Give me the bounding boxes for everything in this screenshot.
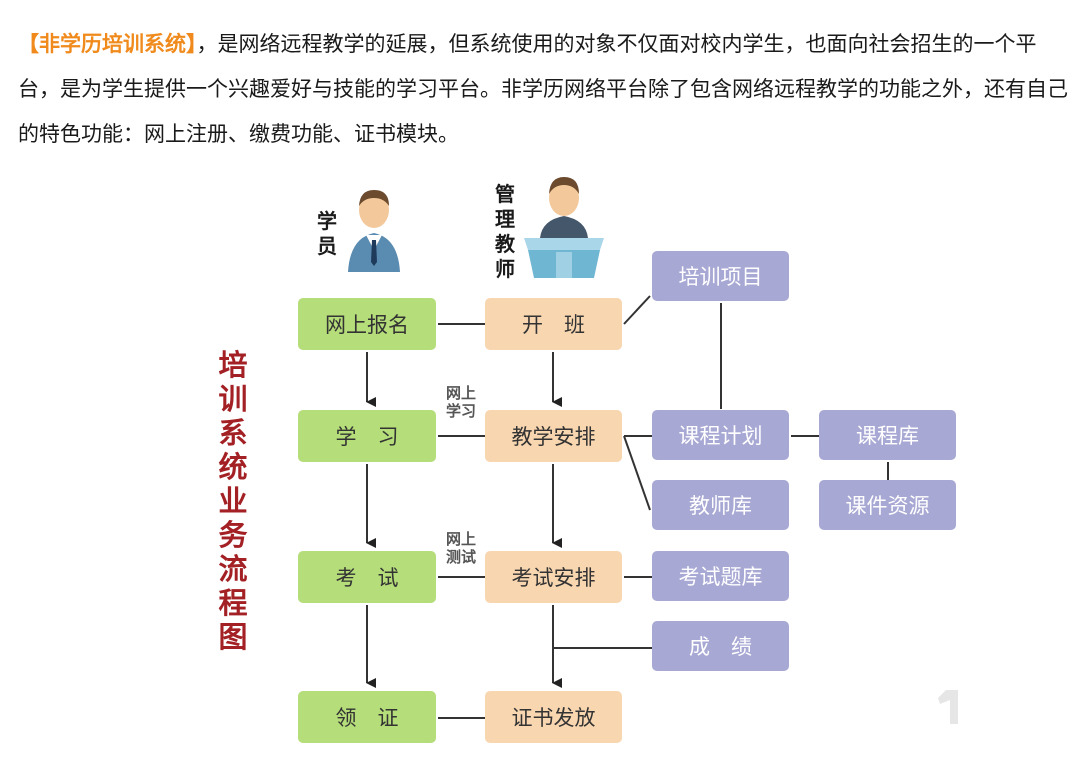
edge-label-online-test: 网上测试 <box>445 530 476 566</box>
step-issue-certificate: 证书发放 <box>485 691 622 743</box>
watermark-icon <box>938 690 958 724</box>
step-exam-arrangement: 考试安排 <box>485 551 622 603</box>
intro-paragraph: 【非学历培训系统】，是网络远程教学的延展，但系统使用的对象不仅面对校内学生，也面… <box>18 22 1070 157</box>
link-teaching-teachers <box>623 435 651 511</box>
teacher-avatar-icon <box>524 177 604 278</box>
resource-exam-bank: 考试题库 <box>652 551 789 601</box>
step-open-class: 开 班 <box>485 298 622 350</box>
intro-body: ，是网络远程教学的延展，但系统使用的对象不仅面对校内学生，也面向社会招生的一个平… <box>18 32 1068 146</box>
resource-course-plan: 课程计划 <box>652 410 789 460</box>
step-online-register: 网上报名 <box>298 298 436 350</box>
diagram-title: 培训系统业务流程图 <box>218 348 248 654</box>
student-label: 学员 <box>317 209 337 258</box>
resource-course-library: 课程库 <box>819 410 956 460</box>
resource-teacher-pool: 教师库 <box>652 480 789 530</box>
step-exam: 考 试 <box>298 551 436 603</box>
admin-teacher-label: 管理教师 <box>495 182 515 281</box>
resource-courseware: 课件资源 <box>819 480 956 530</box>
step-study: 学 习 <box>298 410 436 462</box>
link-class-project <box>623 295 651 325</box>
step-teaching-arrangement: 教学安排 <box>485 410 622 462</box>
intro-highlight: 【非学历培训系统】 <box>18 32 197 56</box>
edge-label-online-study: 网上学习 <box>445 384 476 420</box>
resource-scores: 成 绩 <box>652 621 789 671</box>
resource-training-project: 培训项目 <box>652 251 789 301</box>
student-avatar-icon <box>348 190 400 272</box>
step-get-certificate: 领 证 <box>298 691 436 743</box>
